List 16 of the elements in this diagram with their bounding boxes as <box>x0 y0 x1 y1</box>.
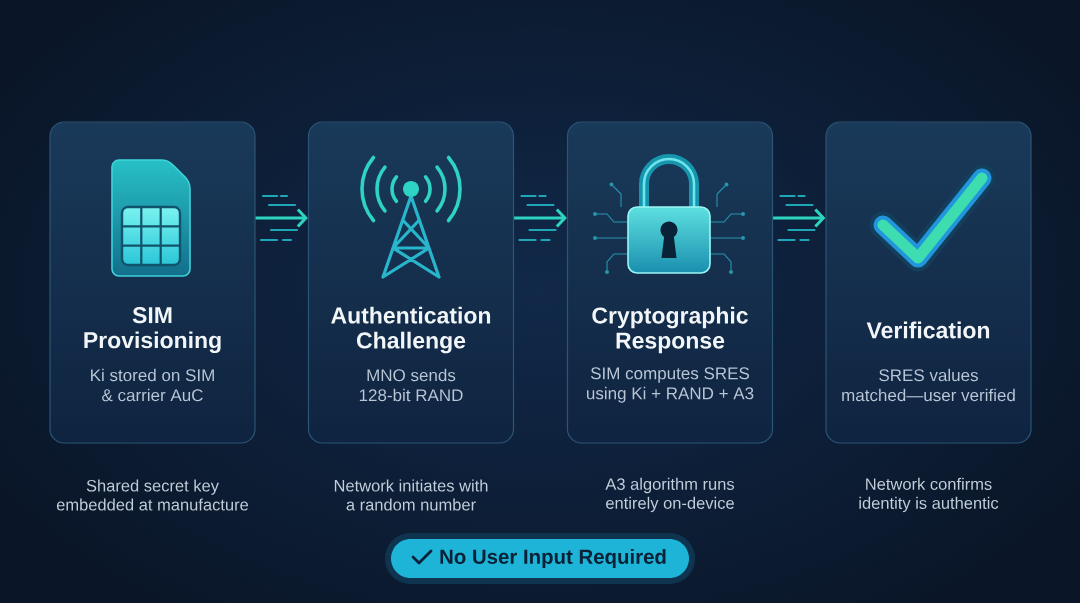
step-description: MNO sends 128-bit RAND <box>359 368 463 402</box>
arrow <box>255 208 308 228</box>
badge: No User Input Required <box>391 539 689 578</box>
step-title: Authentication Challenge <box>331 306 491 354</box>
step-title: SIM Provisioning <box>84 307 221 353</box>
step-title: Cryptographic Response <box>592 306 748 354</box>
step-caption: Network initiates with a random number <box>334 479 488 511</box>
arrow <box>514 208 567 228</box>
step-title: Verification <box>866 321 990 339</box>
step-caption: Shared secret key embedded at manufacture <box>56 479 249 511</box>
step-description: SIM computes SRES using Ki + RAND + A3 <box>587 367 754 403</box>
step-caption: Network confirms identity is authentic <box>859 477 999 513</box>
step-description: SRES values matched—user verified <box>842 368 1015 402</box>
step-caption: A3 algorithm runs entirely on-device <box>605 477 735 513</box>
arrow <box>773 208 826 228</box>
step-description: Ki stored on SIM & carrier AuC <box>91 368 214 402</box>
